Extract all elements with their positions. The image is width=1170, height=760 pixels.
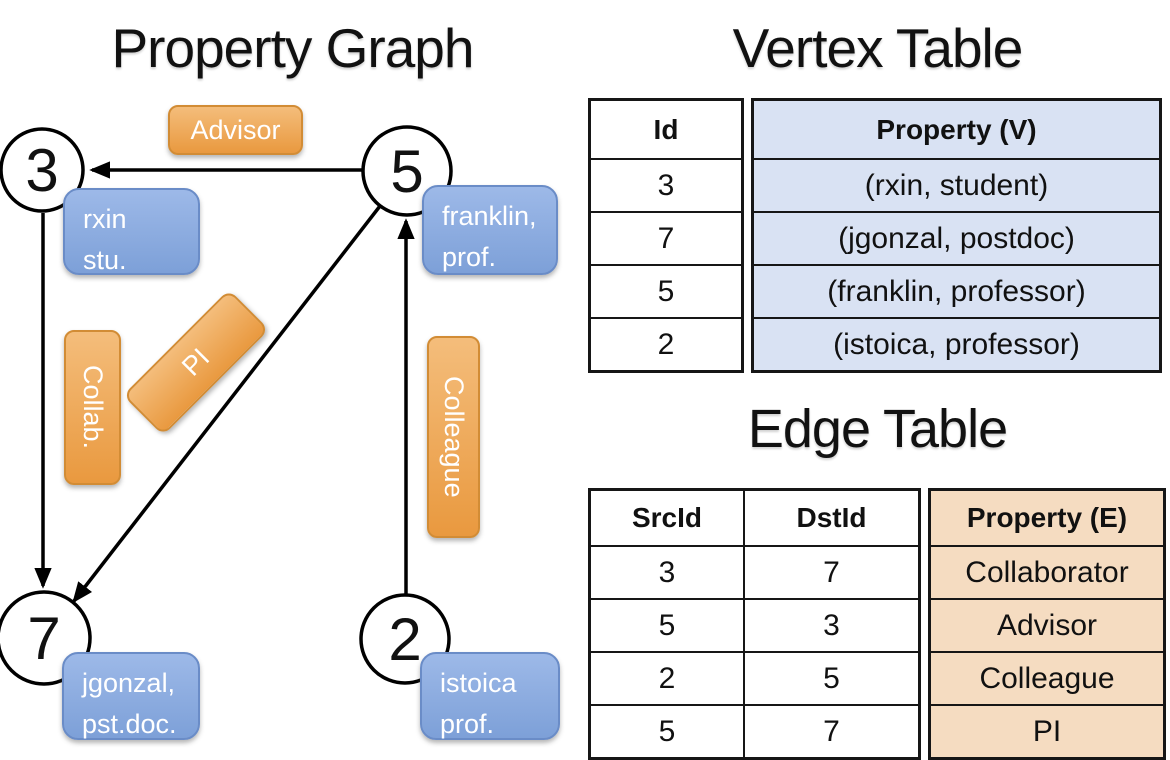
edge-table-header-row: SrcId DstId	[591, 491, 918, 545]
vertex-property-box-franklin: franklin, prof.	[422, 185, 558, 275]
vertex-id-cell: 5	[591, 264, 741, 317]
edge-dst-cell: 5	[823, 661, 840, 695]
vertex-table-column-gap	[744, 98, 751, 373]
edge-table-srcdst-columns: SrcId DstId 3 7 5 3 2 5 5 7	[588, 488, 921, 760]
vertex-property-line: rxin	[83, 204, 127, 234]
vertex-id-cell: 3	[591, 158, 741, 211]
edge-dst-cell: 7	[823, 555, 840, 589]
vertex-property-box-rxin: rxin stu.	[63, 188, 200, 275]
vertex-property-cell: (rxin, student)	[754, 158, 1159, 211]
vertex-property-cell: (jgonzal, postdoc)	[754, 211, 1159, 264]
edge-table-header-property: Property (E)	[966, 502, 1128, 533]
edge-table-title: Edge Table	[747, 399, 1008, 459]
edge-property-cell: Colleague	[931, 651, 1163, 704]
vertex-property-cell: (istoica, professor)	[754, 317, 1159, 370]
edge-table-header-dst: DstId	[796, 502, 867, 533]
edge-table-row: 2 5	[591, 651, 918, 704]
property-graph-title: Property Graph	[111, 17, 474, 79]
vertex-table-id-column: Id 3 7 5 2	[588, 98, 744, 373]
edge-table-row: 3 7	[591, 545, 918, 598]
node-2-id: 2	[388, 606, 421, 673]
vertex-table-property-column: Property (V) (rxin, student) (jgonzal, p…	[751, 98, 1162, 373]
edge-label-advisor: Advisor	[168, 105, 303, 155]
vertex-table-header-property: Property (V)	[876, 113, 1037, 145]
vertex-property-line: istoica	[440, 668, 517, 698]
edge-table-column-gap	[921, 488, 928, 760]
vertex-property-line: franklin,	[442, 201, 537, 231]
edge-arrow-5-to-7	[72, 204, 382, 604]
edge-src-cell: 2	[591, 653, 745, 704]
edge-src-cell: 5	[591, 706, 745, 757]
edge-src-cell: 3	[591, 547, 745, 598]
vertex-property-line: jgonzal,	[82, 668, 176, 698]
node-3-id: 3	[25, 137, 58, 204]
vertex-property-line: prof.	[440, 708, 495, 739]
edge-dst-cell: 3	[823, 608, 840, 642]
edge-property-cell: Advisor	[931, 598, 1163, 651]
vertex-property-line: stu.	[83, 244, 127, 275]
edge-dst-cell: 7	[823, 714, 840, 748]
node-5-id: 5	[390, 138, 423, 205]
vertex-property-cell: (franklin, professor)	[754, 264, 1159, 317]
edge-table: SrcId DstId 3 7 5 3 2 5 5 7 Property (E)	[588, 488, 1166, 760]
node-3-circle	[0, 127, 85, 213]
vertex-table-header-id: Id	[653, 113, 679, 145]
edge-label-collab: Collab.	[64, 330, 121, 485]
node-7-id: 7	[27, 605, 60, 672]
edge-table-property-column: Property (E) Collaborator Advisor Collea…	[928, 488, 1166, 760]
vertex-property-box-jgonzal: jgonzal, pst.doc.	[62, 652, 200, 740]
vertex-property-line: prof.	[442, 241, 497, 272]
vertex-property-line: pst.doc.	[82, 708, 177, 739]
vertex-property-box-istoica: istoica prof.	[420, 652, 560, 740]
graph-canvas: 3 5 7 2	[0, 125, 453, 686]
edge-property-cell: PI	[931, 704, 1163, 757]
vertex-table-title: Vertex Table	[732, 17, 1024, 79]
vertex-table: Id 3 7 5 2 Property (V) (rxin, student) …	[588, 98, 1162, 373]
edge-table-row: 5 3	[591, 598, 918, 651]
vertex-id-cell: 7	[591, 211, 741, 264]
edge-table-header-src: SrcId	[591, 491, 745, 545]
edge-label-colleague: Colleague	[427, 336, 480, 538]
edge-table-row: 5 7	[591, 704, 918, 757]
vertex-id-cell: 2	[591, 317, 741, 370]
edge-src-cell: 5	[591, 600, 745, 651]
edge-property-cell: Collaborator	[931, 545, 1163, 598]
